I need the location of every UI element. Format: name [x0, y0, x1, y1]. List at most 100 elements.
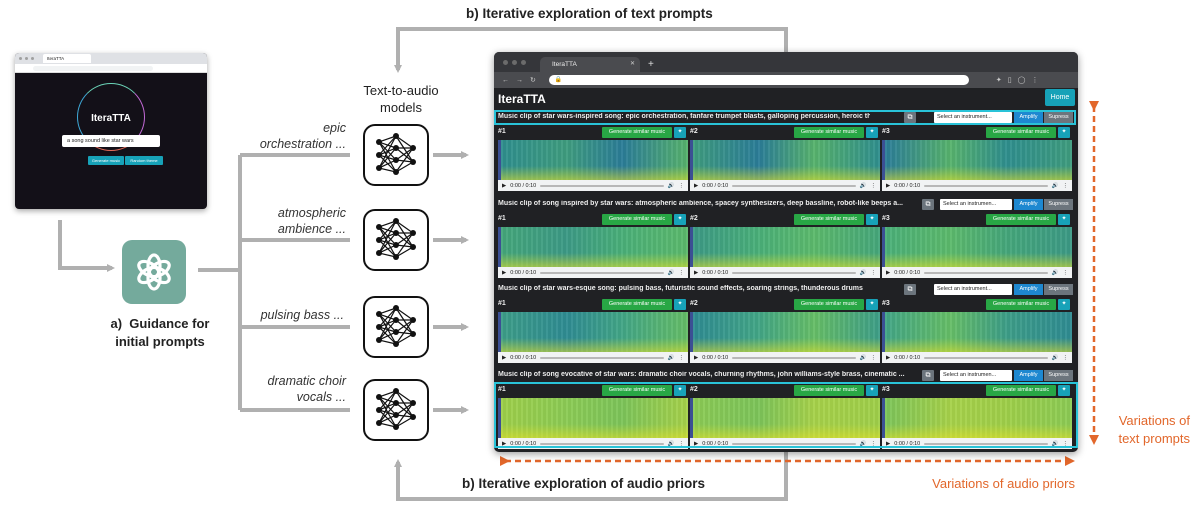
volume-icon[interactable]: 🔊	[667, 354, 675, 361]
audio-player[interactable]: ▶ 0:00 / 0:10 🔊 ⋮	[882, 352, 1072, 363]
player-menu-icon[interactable]: ⋮	[678, 354, 685, 361]
play-icon[interactable]: ▶	[502, 182, 507, 189]
volume-icon[interactable]: 🔊	[859, 440, 867, 447]
generate-similar-button[interactable]: Generate similar music	[794, 385, 864, 396]
audio-player[interactable]: ▶ 0:00 / 0:10 🔊 ⋮	[498, 352, 688, 363]
player-progress-bar[interactable]	[540, 184, 664, 187]
sidepanel-icon[interactable]: ▯	[1007, 77, 1012, 84]
window-maximize-icon[interactable]	[521, 60, 526, 65]
supress-button[interactable]: Supress	[1044, 284, 1073, 295]
volume-icon[interactable]: 🔊	[859, 182, 867, 189]
player-menu-icon[interactable]: ⋮	[870, 269, 877, 276]
supress-button[interactable]: Supress	[1044, 370, 1073, 381]
player-menu-icon[interactable]: ⋮	[870, 182, 877, 189]
menu-icon[interactable]: ⋮	[1031, 77, 1039, 84]
volume-icon[interactable]: 🔊	[1051, 182, 1059, 189]
player-progress-bar[interactable]	[540, 356, 664, 359]
browser-tab[interactable]: IteraTTA✕	[540, 57, 640, 72]
mini-url-bar[interactable]	[33, 65, 153, 71]
twitter-share-icon[interactable]: ✦	[674, 127, 686, 138]
twitter-share-icon[interactable]: ✦	[866, 127, 878, 138]
copy-icon[interactable]: ⧉	[922, 370, 934, 381]
volume-icon[interactable]: 🔊	[667, 440, 675, 447]
player-progress-bar[interactable]	[732, 184, 856, 187]
audio-player[interactable]: ▶ 0:00 / 0:10 🔊 ⋮	[498, 438, 688, 449]
player-progress-bar[interactable]	[540, 271, 664, 274]
generate-similar-button[interactable]: Generate similar music	[602, 127, 672, 138]
play-icon[interactable]: ▶	[886, 354, 891, 361]
twitter-share-icon[interactable]: ✦	[674, 214, 686, 225]
volume-icon[interactable]: 🔊	[1051, 269, 1059, 276]
generate-similar-button[interactable]: Generate similar music	[986, 299, 1056, 310]
twitter-share-icon[interactable]: ✦	[866, 385, 878, 396]
generate-similar-button[interactable]: Generate similar music	[602, 299, 672, 310]
play-icon[interactable]: ▶	[694, 354, 699, 361]
play-icon[interactable]: ▶	[502, 354, 507, 361]
play-icon[interactable]: ▶	[502, 269, 507, 276]
copy-icon[interactable]: ⧉	[922, 199, 934, 210]
volume-icon[interactable]: 🔊	[667, 182, 675, 189]
play-icon[interactable]: ▶	[886, 269, 891, 276]
supress-button[interactable]: Supress	[1044, 112, 1073, 123]
player-menu-icon[interactable]: ⋮	[678, 269, 685, 276]
play-icon[interactable]: ▶	[502, 440, 507, 447]
back-icon[interactable]: ←	[502, 76, 509, 84]
twitter-share-icon[interactable]: ✦	[1058, 214, 1070, 225]
twitter-share-icon[interactable]: ✦	[674, 299, 686, 310]
generate-similar-button[interactable]: Generate similar music	[602, 214, 672, 225]
profile-icon[interactable]: ◯	[1017, 77, 1026, 84]
audio-player[interactable]: ▶ 0:00 / 0:10 🔊 ⋮	[690, 180, 880, 191]
window-close-icon[interactable]	[503, 60, 508, 65]
audio-player[interactable]: ▶ 0:00 / 0:10 🔊 ⋮	[882, 267, 1072, 278]
twitter-share-icon[interactable]: ✦	[674, 385, 686, 396]
player-menu-icon[interactable]: ⋮	[1062, 354, 1069, 361]
generate-similar-button[interactable]: Generate similar music	[986, 127, 1056, 138]
amplify-button[interactable]: Amplify	[1014, 284, 1043, 295]
instrument-select[interactable]: Select an instrumen...	[940, 370, 1012, 381]
amplify-button[interactable]: Amplify	[1014, 199, 1043, 210]
generate-similar-button[interactable]: Generate similar music	[794, 299, 864, 310]
twitter-share-icon[interactable]: ✦	[1058, 385, 1070, 396]
amplify-button[interactable]: Amplify	[1014, 112, 1043, 123]
volume-icon[interactable]: 🔊	[859, 354, 867, 361]
random-theme-button[interactable]: Random theme	[125, 156, 163, 165]
extensions-icon[interactable]: ✦	[995, 77, 1002, 84]
volume-icon[interactable]: 🔊	[859, 269, 867, 276]
player-menu-icon[interactable]: ⋮	[870, 440, 877, 447]
supress-button[interactable]: Supress	[1044, 199, 1073, 210]
player-progress-bar[interactable]	[732, 442, 856, 445]
player-menu-icon[interactable]: ⋮	[1062, 182, 1069, 189]
player-progress-bar[interactable]	[924, 442, 1048, 445]
play-icon[interactable]: ▶	[694, 440, 699, 447]
generate-similar-button[interactable]: Generate similar music	[986, 214, 1056, 225]
play-icon[interactable]: ▶	[694, 269, 699, 276]
instrument-select[interactable]: Select an instrumen...	[940, 199, 1012, 210]
generate-similar-button[interactable]: Generate similar music	[602, 385, 672, 396]
copy-icon[interactable]: ⧉	[904, 284, 916, 295]
new-tab-icon[interactable]: +	[648, 59, 654, 70]
address-bar[interactable]: 🔒	[548, 75, 969, 85]
audio-player[interactable]: ▶ 0:00 / 0:10 🔊 ⋮	[690, 267, 880, 278]
copy-icon[interactable]: ⧉	[904, 112, 916, 123]
reload-icon[interactable]: ↻	[530, 77, 536, 84]
tab-close-icon[interactable]: ✕	[629, 61, 635, 67]
player-progress-bar[interactable]	[732, 271, 856, 274]
generate-music-button[interactable]: Generate music	[88, 156, 124, 165]
audio-player[interactable]: ▶ 0:00 / 0:10 🔊 ⋮	[498, 180, 688, 191]
volume-icon[interactable]: 🔊	[1051, 354, 1059, 361]
twitter-share-icon[interactable]: ✦	[1058, 299, 1070, 310]
audio-player[interactable]: ▶ 0:00 / 0:10 🔊 ⋮	[498, 267, 688, 278]
player-progress-bar[interactable]	[540, 442, 664, 445]
play-icon[interactable]: ▶	[886, 440, 891, 447]
player-menu-icon[interactable]: ⋮	[1062, 269, 1069, 276]
player-progress-bar[interactable]	[924, 356, 1048, 359]
volume-icon[interactable]: 🔊	[1051, 440, 1059, 447]
theme-input[interactable]: a song sound like star wars	[62, 135, 160, 147]
window-minimize-icon[interactable]	[512, 60, 517, 65]
generate-similar-button[interactable]: Generate similar music	[794, 127, 864, 138]
home-button[interactable]: Home	[1045, 89, 1075, 106]
player-menu-icon[interactable]: ⋮	[870, 354, 877, 361]
generate-similar-button[interactable]: Generate similar music	[794, 214, 864, 225]
play-icon[interactable]: ▶	[694, 182, 699, 189]
audio-player[interactable]: ▶ 0:00 / 0:10 🔊 ⋮	[690, 352, 880, 363]
